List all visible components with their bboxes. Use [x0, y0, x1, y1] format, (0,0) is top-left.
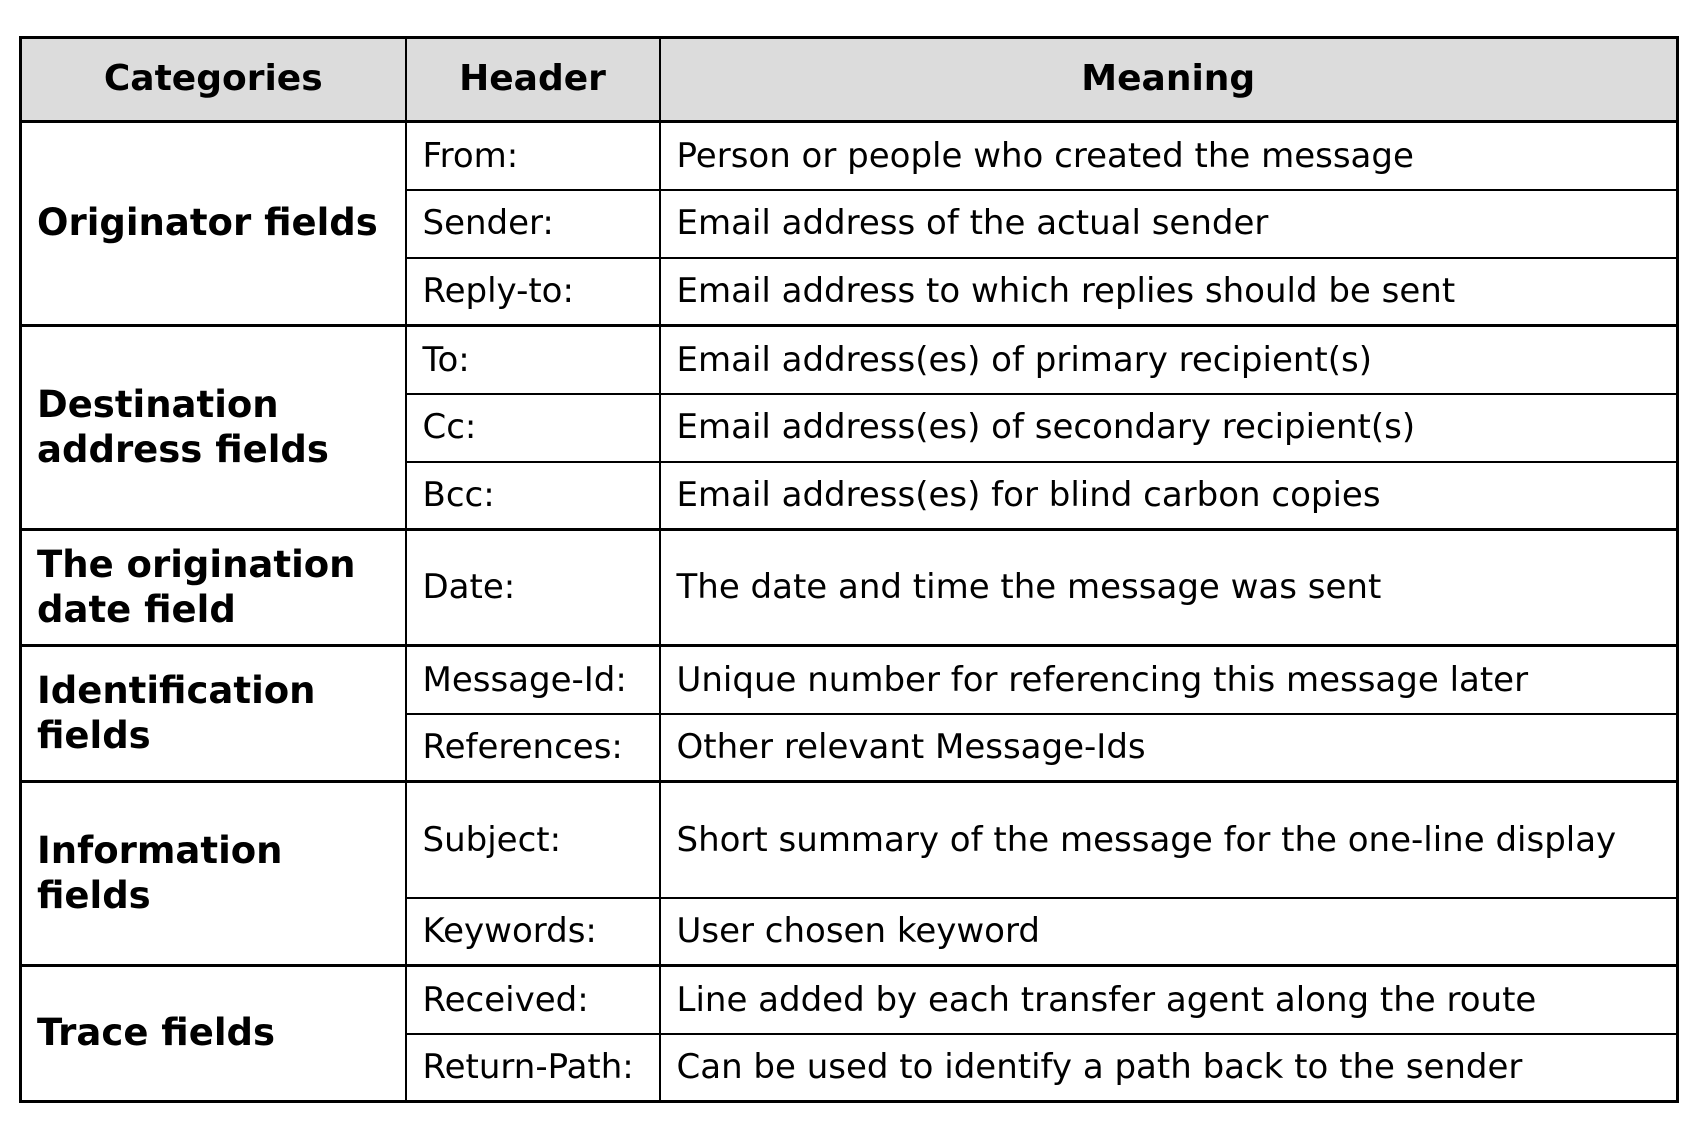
table-header-row: Categories Header Meaning — [19, 36, 1679, 123]
meaning-cell: Unique number for referencing this messa… — [658, 644, 1679, 715]
meaning-cell: Person or people who created the message — [658, 120, 1679, 191]
meaning-cell: Email address(es) of secondary recipient… — [658, 392, 1679, 463]
table-row: The origination date field Date: The dat… — [19, 528, 1679, 647]
table-row: Reply-to: Email address to which replies… — [21, 256, 1679, 327]
header-cell: Subject: — [404, 780, 661, 899]
meaning-cell: The date and time the message was sent — [658, 528, 1679, 647]
column-header-header: Header — [404, 36, 661, 123]
header-cell: From: — [404, 120, 661, 191]
table-row: Bcc: Email address(es) for blind carbon … — [21, 460, 1679, 531]
header-cell: Reply-to: — [404, 256, 661, 327]
header-cell: Received: — [404, 964, 661, 1035]
meaning-cell: Email address(es) for blind carbon copie… — [658, 460, 1679, 531]
table-row: Trace fields Received: Line added by eac… — [19, 964, 1679, 1103]
table-row: Originator fields From: Person or people… — [19, 120, 1679, 327]
meaning-cell: Line added by each transfer agent along … — [658, 964, 1679, 1035]
table-row: Return-Path: Can be used to identify a p… — [21, 1032, 1679, 1103]
header-cell: Return-Path: — [404, 1032, 661, 1103]
category-cell: Trace fields — [19, 964, 407, 1103]
column-header-categories: Categories — [19, 36, 407, 123]
header-cell: Cc: — [404, 392, 661, 463]
meaning-cell: Short summary of the message for the one… — [658, 780, 1679, 899]
header-cell: Message-Id: — [404, 644, 661, 715]
meaning-cell: Email address(es) of primary recipient(s… — [658, 324, 1679, 395]
table-row: Identification fields Message-Id: Unique… — [19, 644, 1679, 783]
category-cell: Identification fields — [19, 644, 407, 783]
header-cell: Keywords: — [404, 896, 661, 967]
table-row: Information fields Subject: Short summar… — [19, 780, 1679, 967]
header-cell: Date: — [404, 528, 661, 647]
category-cell: Originator fields — [19, 120, 407, 327]
email-header-fields-table: Categories Header Meaning Originator fie… — [19, 36, 1679, 1103]
header-cell: References: — [404, 712, 661, 783]
category-cell: Destination address fields — [19, 324, 407, 531]
category-cell: The origination date field — [19, 528, 407, 647]
table-row: References: Other relevant Message-Ids — [21, 712, 1679, 783]
table-row: Keywords: User chosen keyword — [21, 896, 1679, 967]
header-cell: To: — [404, 324, 661, 395]
header-cell: Bcc: — [404, 460, 661, 531]
meaning-cell: User chosen keyword — [658, 896, 1679, 967]
table-row: Cc: Email address(es) of secondary recip… — [21, 392, 1679, 463]
category-cell: Information fields — [19, 780, 407, 967]
meaning-cell: Can be used to identify a path back to t… — [658, 1032, 1679, 1103]
header-cell: Sender: — [404, 188, 661, 259]
meaning-cell: Email address to which replies should be… — [658, 256, 1679, 327]
table-row: Destination address fields To: Email add… — [19, 324, 1679, 531]
meaning-cell: Other relevant Message-Ids — [658, 712, 1679, 783]
column-header-meaning: Meaning — [658, 36, 1679, 123]
table-row: Sender: Email address of the actual send… — [21, 188, 1679, 259]
meaning-cell: Email address of the actual sender — [658, 188, 1679, 259]
